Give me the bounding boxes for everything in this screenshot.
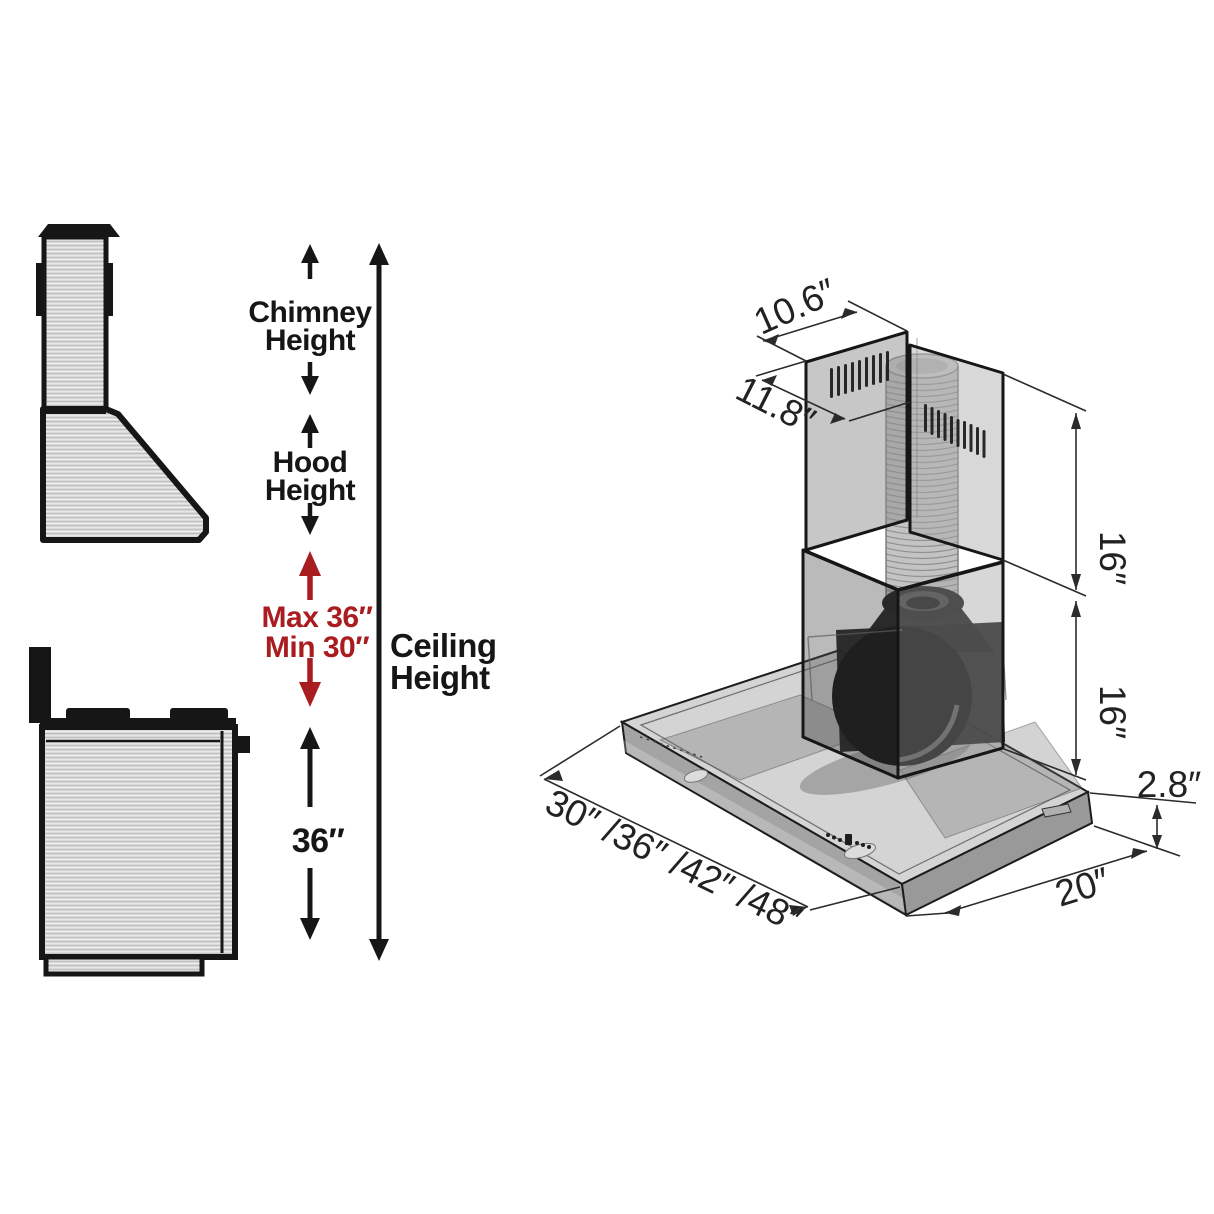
chimney-cap <box>38 224 120 237</box>
ceiling-height-label-line1: Ceiling <box>390 627 497 664</box>
hood-height-label-line1: Hood <box>273 446 348 479</box>
dim-hood-body-height: 2.8″ <box>1137 764 1202 805</box>
dimension-lines <box>539 300 1197 917</box>
clearance-max-label: Max 36″ <box>262 601 373 634</box>
ceiling-height-arrow <box>369 243 389 961</box>
base-light-left <box>683 769 709 783</box>
dim-lower-chimney-height: 16″ <box>1092 685 1133 739</box>
chimney-seam <box>802 548 1004 592</box>
range-drawer <box>43 954 205 977</box>
dim-hood-depth: 20″ <box>1050 860 1114 915</box>
blower-unit <box>807 586 1007 766</box>
range-clearance-arrow-up <box>300 727 320 807</box>
upper-chimney-right-panel <box>908 343 1005 562</box>
clearance-arrow-up <box>299 551 321 600</box>
range-clearance-arrow-down <box>300 868 320 940</box>
chimney-bracket-right <box>107 263 113 316</box>
base-handle <box>1041 803 1072 818</box>
hood-height-arrow-up <box>301 414 319 448</box>
range-side-view <box>29 647 250 977</box>
chimney-height-arrow-up <box>301 244 319 279</box>
upper-chimney-left-panel <box>804 330 909 552</box>
chimney-height-arrow-down <box>301 362 319 395</box>
range-knob <box>235 736 250 753</box>
chimney-height-label-line2: Height <box>265 324 356 357</box>
range-backsplash <box>29 647 51 723</box>
blower-scroll-highlight <box>896 704 960 763</box>
ceiling-height-label-line2: Height <box>390 659 490 696</box>
range-body <box>39 724 238 960</box>
chimney-bracket-left <box>36 263 42 316</box>
hood-height-arrow-down <box>301 503 319 535</box>
vent-slots-left <box>830 351 889 398</box>
dim-upper-chimney-height: 16″ <box>1092 531 1133 585</box>
lower-chimney-right-panel <box>896 560 1005 780</box>
base-glass-highlight <box>623 740 905 912</box>
clearance-min-label: Min 30″ <box>265 631 369 664</box>
chimney-height-label-line1: Chimney <box>248 296 372 329</box>
range-burner-right <box>170 708 228 720</box>
island-hood-isometric: 10.6″ 11.8″ 16″ 16″ 30″ /36″ /42″ /48″ 2… <box>539 271 1201 941</box>
hood-base <box>619 648 1094 917</box>
wall-hood-side-view <box>36 224 209 543</box>
control-buttons <box>826 833 871 849</box>
range-burner-left <box>66 708 130 720</box>
base-rim-inset <box>639 658 1072 875</box>
base-front-right-face <box>900 790 1094 917</box>
range-cooktop <box>40 718 236 729</box>
range-to-hood-label: 36″ <box>292 822 345 860</box>
hood-height-label-line2: Height <box>265 474 356 507</box>
clearance-arrow-down <box>299 658 321 707</box>
vent-slots-right <box>924 404 986 458</box>
chimney-column <box>41 234 109 412</box>
dimension-arrowheads <box>544 308 1162 916</box>
chimney-panels <box>801 330 1005 780</box>
blower-scroll <box>832 626 972 766</box>
hood-body <box>40 406 209 543</box>
height-annotations <box>299 243 389 961</box>
